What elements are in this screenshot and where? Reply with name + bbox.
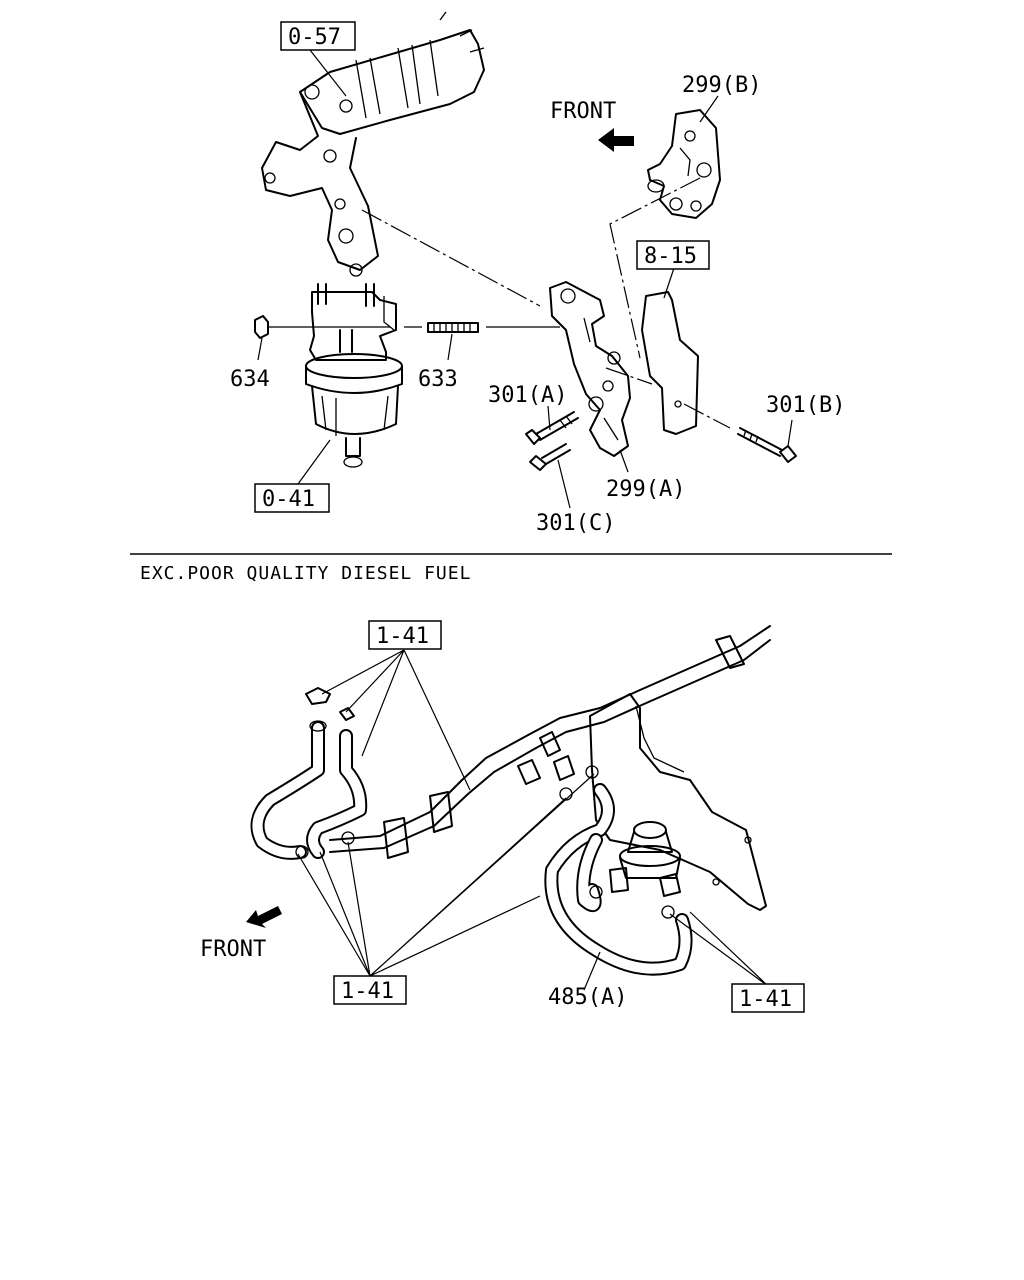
- ref-label-0-41: 0-41: [262, 487, 315, 512]
- top-exploded-view: FRONT 0-57 299(B) 8-15 634 633 301(A) 30…: [230, 11, 845, 536]
- label-299b: 299(B): [682, 73, 761, 98]
- ref-label-1-41-bottom-left: 1-41: [341, 979, 394, 1004]
- bracket-299a: [549, 281, 631, 457]
- ref-label-0-57: 0-57: [288, 25, 341, 50]
- label-301a: 301(A): [488, 383, 567, 408]
- ref-box-1-41-top: [368, 620, 442, 650]
- label-634: 634: [230, 367, 270, 392]
- bracket-299b: [647, 109, 721, 219]
- ref-box-8-15: [636, 240, 710, 270]
- front-arrow-icon-bottom: [246, 906, 282, 928]
- label-299a: 299(A): [606, 477, 685, 502]
- ref-box-1-41-bottom-left: [333, 975, 407, 1005]
- ref-label-1-41-top: 1-41: [376, 624, 429, 649]
- ref-label-8-15: 8-15: [644, 244, 697, 269]
- bolt-301c: [529, 443, 571, 471]
- front-label-top: FRONT: [550, 99, 616, 124]
- ref-label-1-41-bottom-right: 1-41: [739, 987, 792, 1012]
- label-633: 633: [418, 367, 458, 392]
- label-301b: 301(B): [766, 393, 845, 418]
- ref-box-0-41: [254, 483, 330, 513]
- ref-box-0-57: [280, 21, 356, 51]
- bottom-hose-view: FRONT 1-41 1-41 485(A) 1-41: [200, 620, 805, 1013]
- fuel-filter-assembly: [305, 283, 403, 468]
- mounting-plate: [589, 693, 767, 911]
- front-label-bottom: FRONT: [200, 937, 266, 962]
- label-485a: 485(A): [548, 985, 627, 1010]
- nut-634: [254, 315, 390, 339]
- section-caption: EXC.POOR QUALITY DIESEL FUEL: [140, 563, 471, 584]
- front-arrow-icon: [598, 128, 634, 152]
- ref-box-1-41-bottom-right: [731, 983, 805, 1013]
- priming-pump: [609, 821, 681, 897]
- bolt-301b: [737, 427, 797, 463]
- washer-633: [404, 322, 560, 333]
- plate-8-15: [641, 291, 699, 435]
- bolt-301a: [525, 411, 579, 445]
- upper-housing-assembly: [261, 11, 485, 277]
- label-301c: 301(C): [536, 511, 615, 536]
